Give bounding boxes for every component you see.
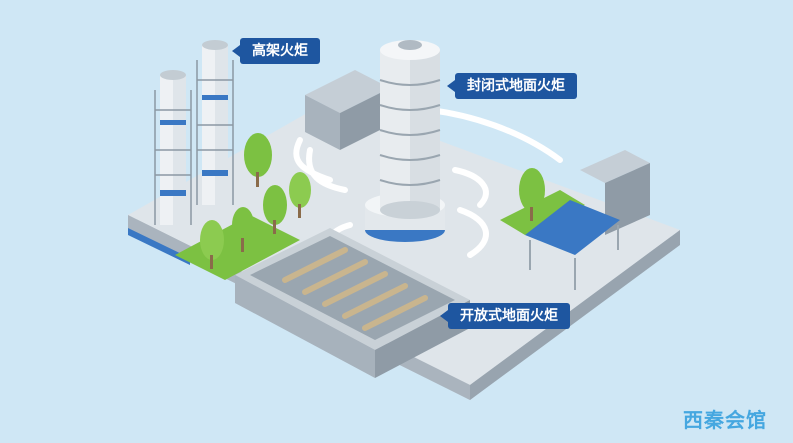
open-ground-flare [235,228,470,378]
canopy [525,200,620,255]
grass-patch [175,215,300,280]
callout-open-ground-flare: 开放式地面火炬 [440,303,570,329]
elevated-flare-stacks [154,40,234,225]
trees [200,133,545,269]
enclosed-ground-flare [365,40,445,242]
callout-enclosed-ground-flare: 封闭式地面火炬 [447,73,577,99]
grass-patch [500,190,585,235]
callout-elevated-flare: 高架火炬 [232,38,320,64]
brand-watermark: 西秦会馆 [683,408,767,432]
pipe [293,137,333,183]
